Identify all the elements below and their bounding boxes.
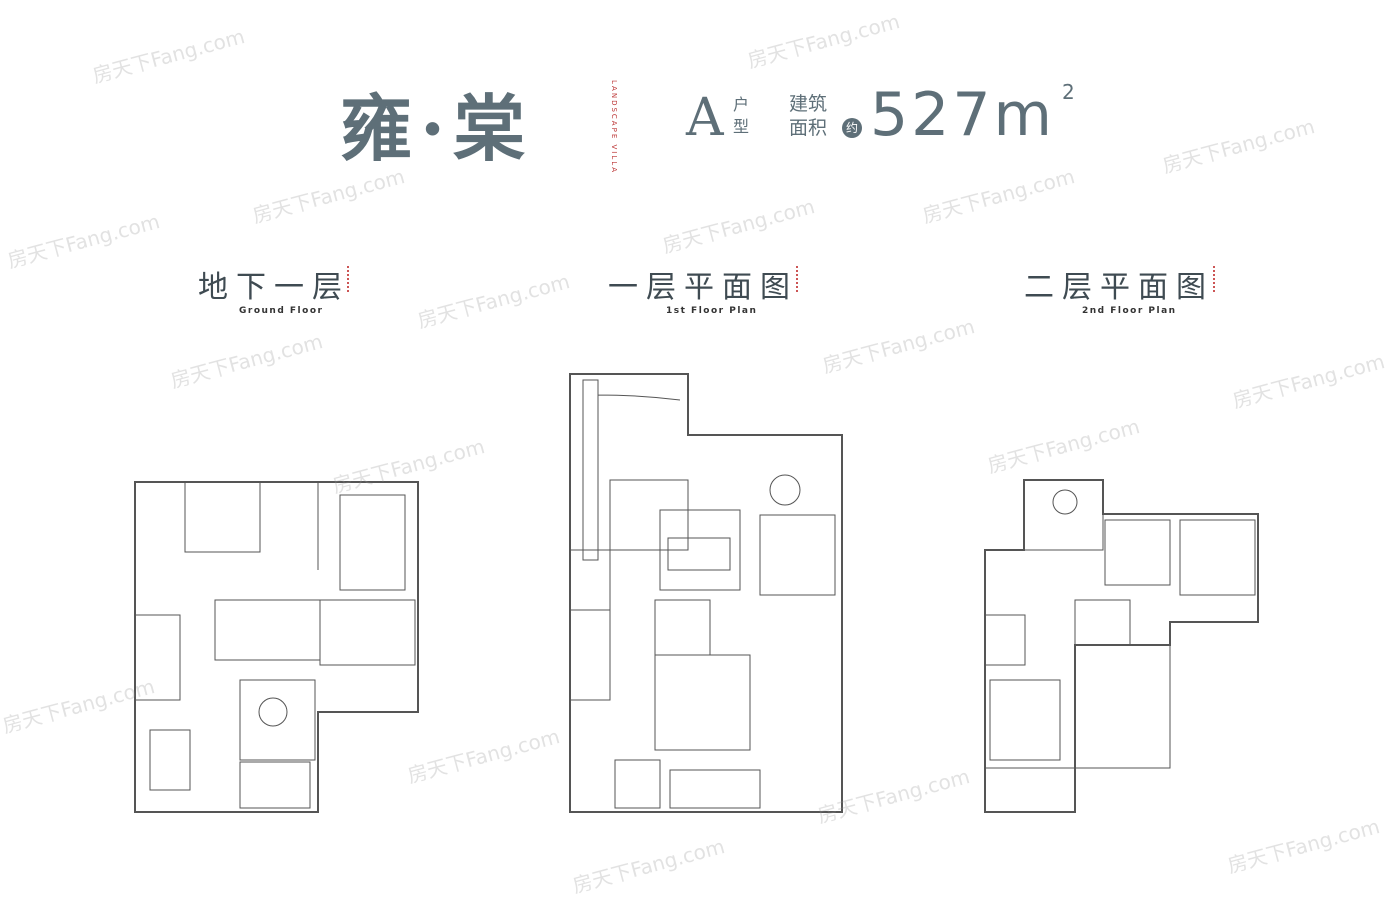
ground-floor-plan (134, 481, 419, 813)
seal-icon (347, 266, 356, 292)
seal-icon (1213, 266, 1222, 292)
approx-badge: 约 (842, 118, 862, 138)
project-name: 雍·棠 (340, 86, 534, 171)
area-label: 建筑面积 (789, 93, 828, 139)
first-floor-plan (569, 373, 843, 813)
area-value: 527m (870, 80, 1055, 150)
first-floor-title: 一层平面图 (608, 270, 798, 305)
ground-floor-title: 地下一层 (198, 270, 350, 305)
ground-floor-subtitle: Ground Floor (239, 306, 324, 316)
second-floor-plan (984, 479, 1259, 813)
area-superscript: 2 (1062, 80, 1075, 104)
unit-letter: A (686, 88, 724, 148)
unit-suffix: 户型 (733, 95, 750, 136)
first-floor-subtitle: 1st Floor Plan (666, 306, 758, 316)
second-floor-subtitle: 2nd Floor Plan (1082, 306, 1177, 316)
seal-icon (796, 266, 805, 292)
villa-label: LANDSCAPE VILLA (610, 80, 618, 175)
second-floor-title: 二层平面图 (1024, 270, 1214, 305)
